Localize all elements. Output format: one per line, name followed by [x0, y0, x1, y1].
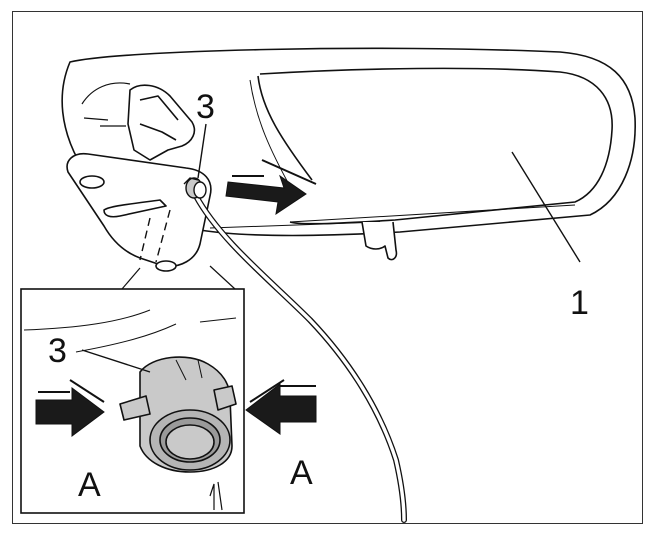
wire-harness [193, 193, 407, 523]
detail-view-inset [20, 265, 245, 514]
leader-line-3-inset [81, 349, 151, 373]
push-direction-arrow [225, 159, 317, 216]
connector-part-3 [183, 177, 207, 199]
callout-view-a-right: A [290, 454, 313, 492]
left-arrow-icon [245, 382, 317, 435]
callout-view-a-left: A [78, 466, 101, 504]
press-arrow-right [245, 379, 317, 435]
callout-part-3-top: 3 [196, 88, 215, 126]
leader-line-1 [511, 151, 581, 263]
callout-part-1: 1 [570, 284, 589, 322]
callout-part-3-inset: 3 [48, 332, 67, 370]
right-arrow-icon [225, 174, 307, 216]
connector-enlarged [119, 356, 237, 473]
mirror-mount-bracket [66, 84, 212, 272]
right-arrow-icon [35, 387, 105, 437]
leader-line-3-top [197, 123, 207, 179]
press-arrow-left [35, 379, 105, 437]
